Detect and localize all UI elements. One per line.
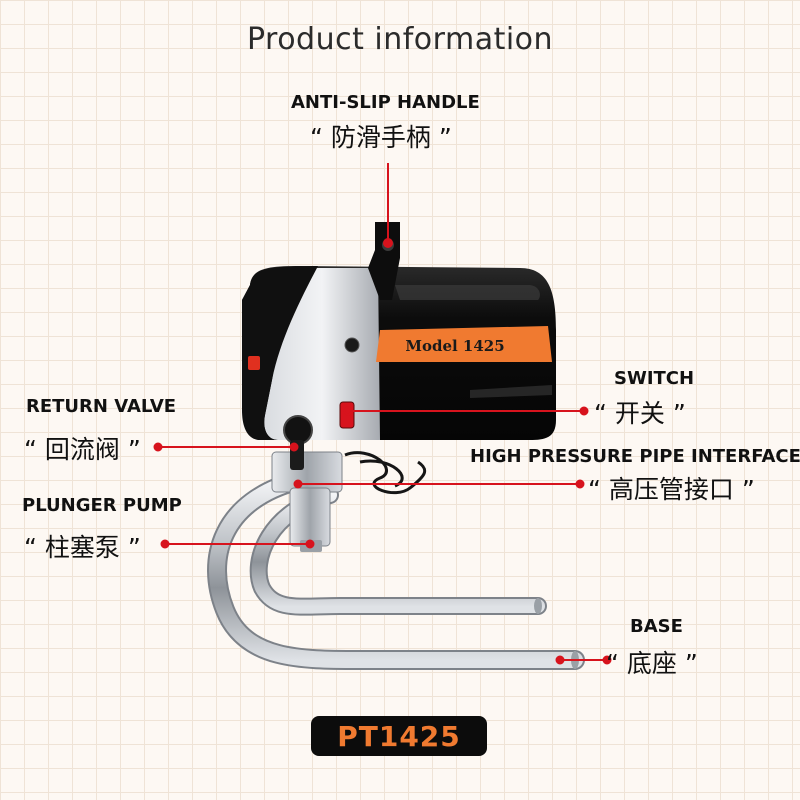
label-base-en: BASE [630,616,683,637]
label-return-valve-en: RETURN VALVE [26,396,177,417]
label-return-valve-cn: “ 回流阀 ” [24,435,141,464]
page-title: Product information [246,22,554,57]
label-handle-cn: “ 防滑手柄 ” [310,123,452,152]
model-label: Model 1425 [405,337,504,355]
label-plunger-pump-en: PLUNGER PUMP [22,495,182,516]
callout-lines [153,163,612,665]
model-code-text: PT1425 [337,719,461,753]
label-hp-interface-en: HIGH PRESSURE PIPE INTERFACE [470,446,800,467]
base-frame [207,470,585,670]
label-handle-en: ANTI-SLIP HANDLE [291,92,480,113]
label-switch-cn: “ 开关 ” [594,399,686,428]
hose-coil [344,451,427,495]
plunger-pump [271,451,343,552]
model-code-badge: PT1425 [311,716,487,756]
sprayer-body [242,266,556,470]
label-switch-en: SWITCH [614,368,695,389]
label-plunger-pump-cn: “ 柱塞泵 ” [24,533,141,562]
label-hp-interface-cn: “ 高压管接口 ” [588,475,755,504]
label-base-cn: “ 底座 ” [606,649,698,678]
